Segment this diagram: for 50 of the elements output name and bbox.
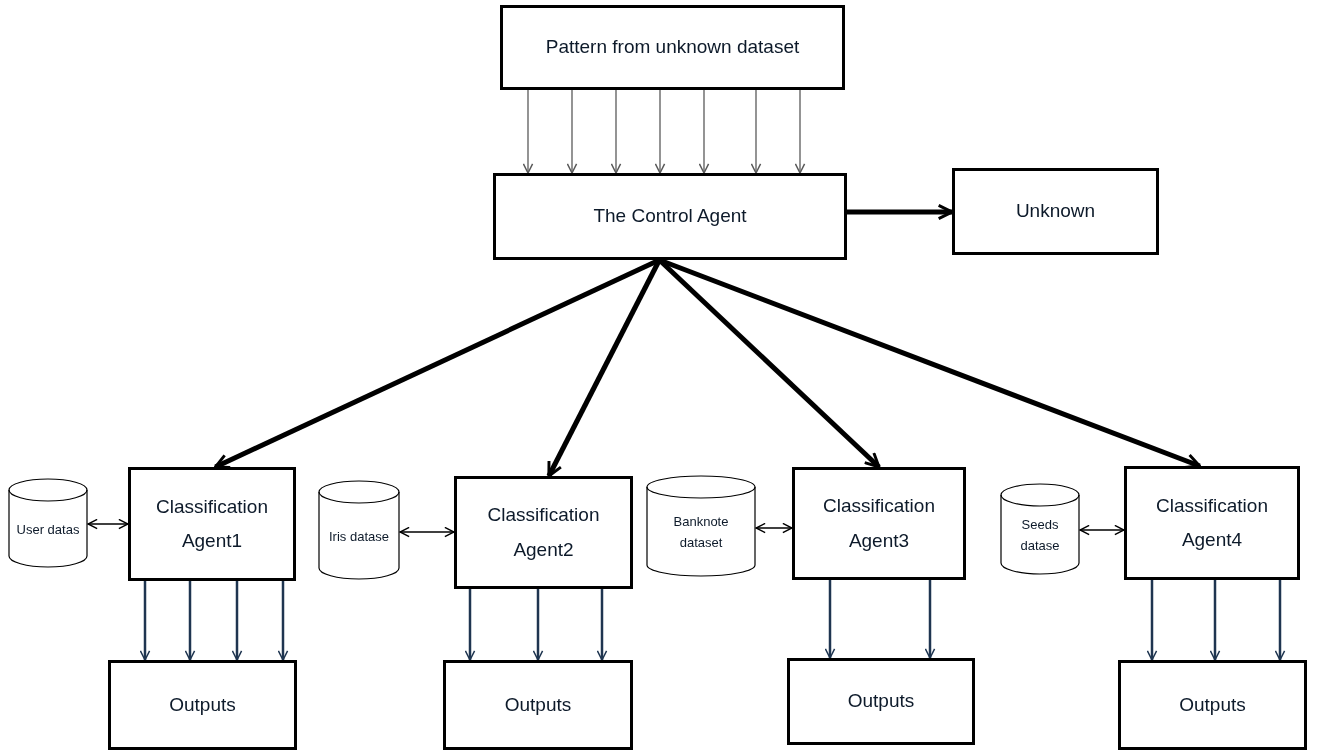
process-box xyxy=(787,658,975,745)
arrow xyxy=(399,526,455,538)
arrow xyxy=(847,203,954,221)
process-box xyxy=(493,173,847,260)
arrow xyxy=(596,589,608,661)
arrow xyxy=(522,89,534,174)
box-label: Outputs xyxy=(504,692,572,717)
database-label: Seeds datase xyxy=(1019,516,1061,555)
process-box xyxy=(108,660,297,750)
box-label: Outputs xyxy=(1179,692,1246,717)
arrow xyxy=(1274,580,1286,661)
process-box xyxy=(792,467,966,580)
arrow xyxy=(1146,580,1158,661)
box-label: Outputs xyxy=(847,689,915,714)
box-label: The Control Agent xyxy=(593,204,747,229)
database-label: Iris datase xyxy=(328,527,390,546)
arrow xyxy=(698,89,710,174)
arrow xyxy=(610,89,622,174)
arrow xyxy=(87,518,129,530)
process-box xyxy=(128,467,296,581)
box-label: Classification Agent1 xyxy=(155,494,269,553)
process-box xyxy=(1124,466,1300,580)
process-box xyxy=(500,5,845,90)
arrow xyxy=(464,589,476,661)
box-label: Outputs xyxy=(169,692,236,717)
arrow xyxy=(231,581,243,661)
arrow xyxy=(532,589,544,661)
arrow xyxy=(184,581,196,661)
box-label: Classification Agent4 xyxy=(1155,493,1269,552)
arrow xyxy=(654,89,666,174)
arrow xyxy=(750,89,762,174)
arrow xyxy=(1079,524,1125,536)
arrow xyxy=(1209,580,1221,661)
arrow xyxy=(794,89,806,174)
box-label: Pattern from unknown dataset xyxy=(545,35,800,60)
process-box xyxy=(454,476,633,589)
arrow xyxy=(277,581,289,661)
box-label: Classification Agent3 xyxy=(822,494,936,553)
arrow xyxy=(566,89,578,174)
database-label: User datas xyxy=(16,520,80,539)
process-box xyxy=(443,660,633,750)
arrow xyxy=(139,581,151,661)
arrow xyxy=(824,580,836,659)
arrow xyxy=(924,580,936,659)
process-box xyxy=(952,168,1159,255)
process-box xyxy=(1118,660,1307,750)
database-label: Banknote dataset xyxy=(672,513,730,552)
arrow xyxy=(755,522,793,534)
box-label: Unknown xyxy=(1015,199,1096,224)
box-label: Classification Agent2 xyxy=(486,503,601,562)
